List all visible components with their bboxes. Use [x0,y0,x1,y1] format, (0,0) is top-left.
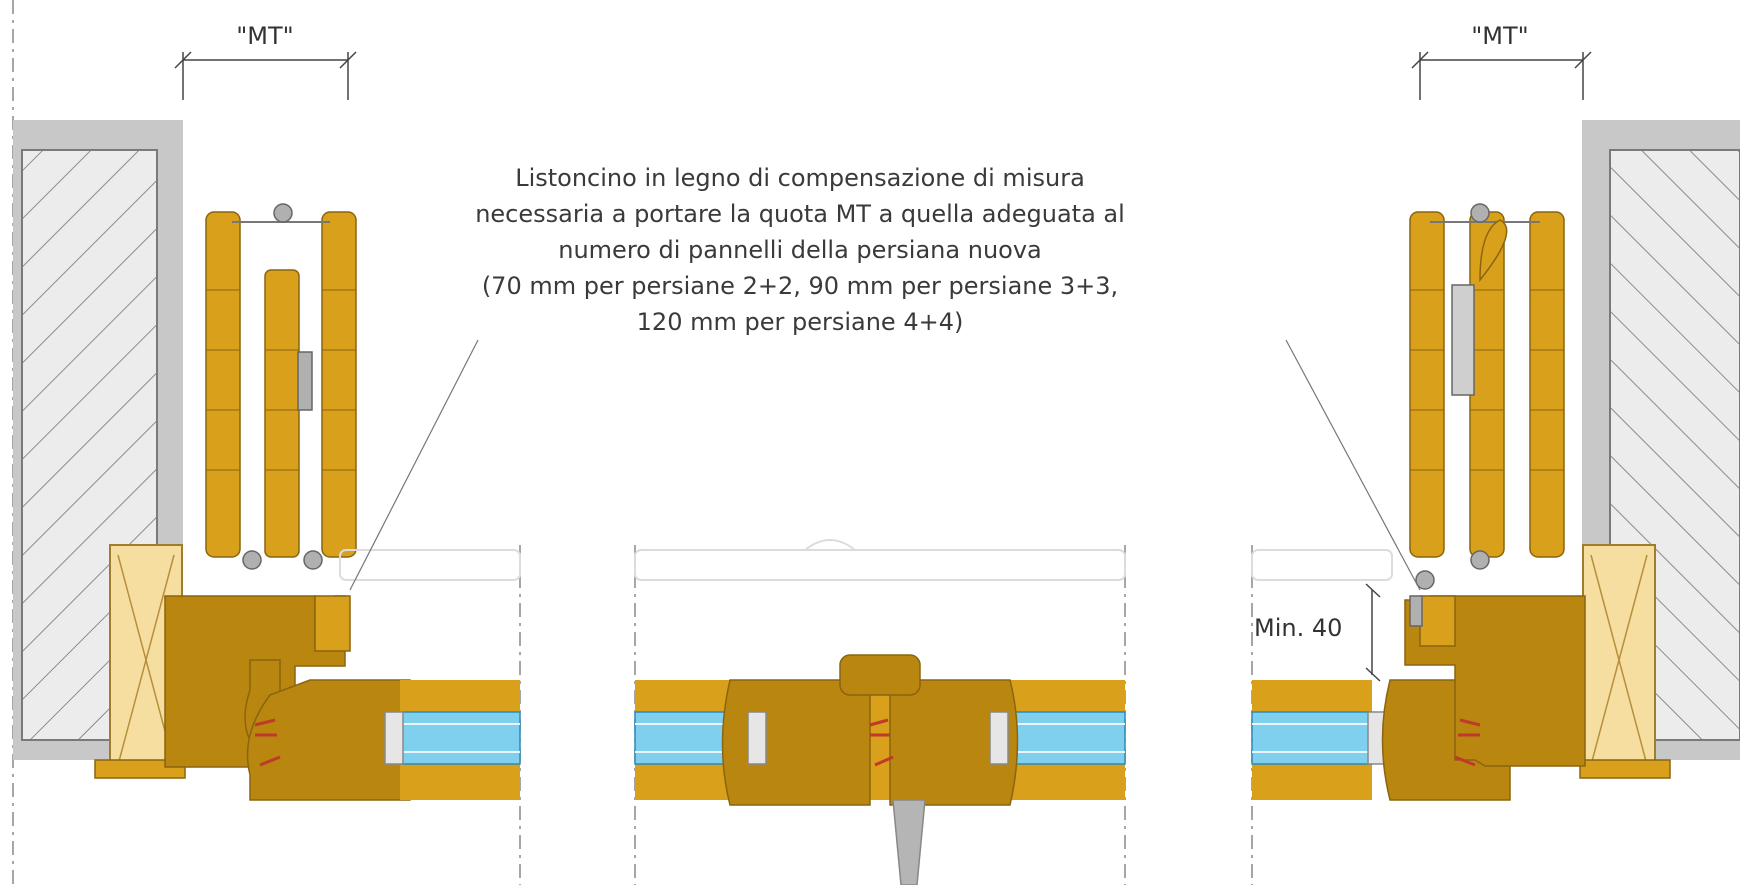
left-shutter-panels [205,203,357,570]
note-line-2: necessaria a portare la quota MT a quell… [475,200,1125,228]
min-dimension-line [1365,583,1381,682]
mt-dimension-left [174,51,357,100]
compensation-strip-note: Listoncino in legno di compensazione di … [420,160,1180,340]
ghost-panels [339,539,1393,581]
note-line-5: 120 mm per persiane 4+4) [636,308,964,336]
note-line-4: (70 mm per persiane 2+2, 90 mm per persi… [481,272,1119,300]
min-dimension-label: Min. 40 [1254,614,1342,642]
center-mullion [634,654,1126,885]
leader-lines [349,339,1421,591]
note-line-3: numero di pannelli della persiana nuova [558,236,1042,264]
right-window-frame [1251,595,1586,801]
mt-dimension-right [1411,51,1592,100]
note-line-1: Listoncino in legno di compensazione di … [515,164,1085,192]
right-compensation-strip [1579,544,1671,779]
mt-label-left: "MT" [236,22,293,50]
mt-label-right: "MT" [1471,22,1528,50]
left-window-frame [164,595,521,801]
right-shutter-panels [1409,203,1565,590]
